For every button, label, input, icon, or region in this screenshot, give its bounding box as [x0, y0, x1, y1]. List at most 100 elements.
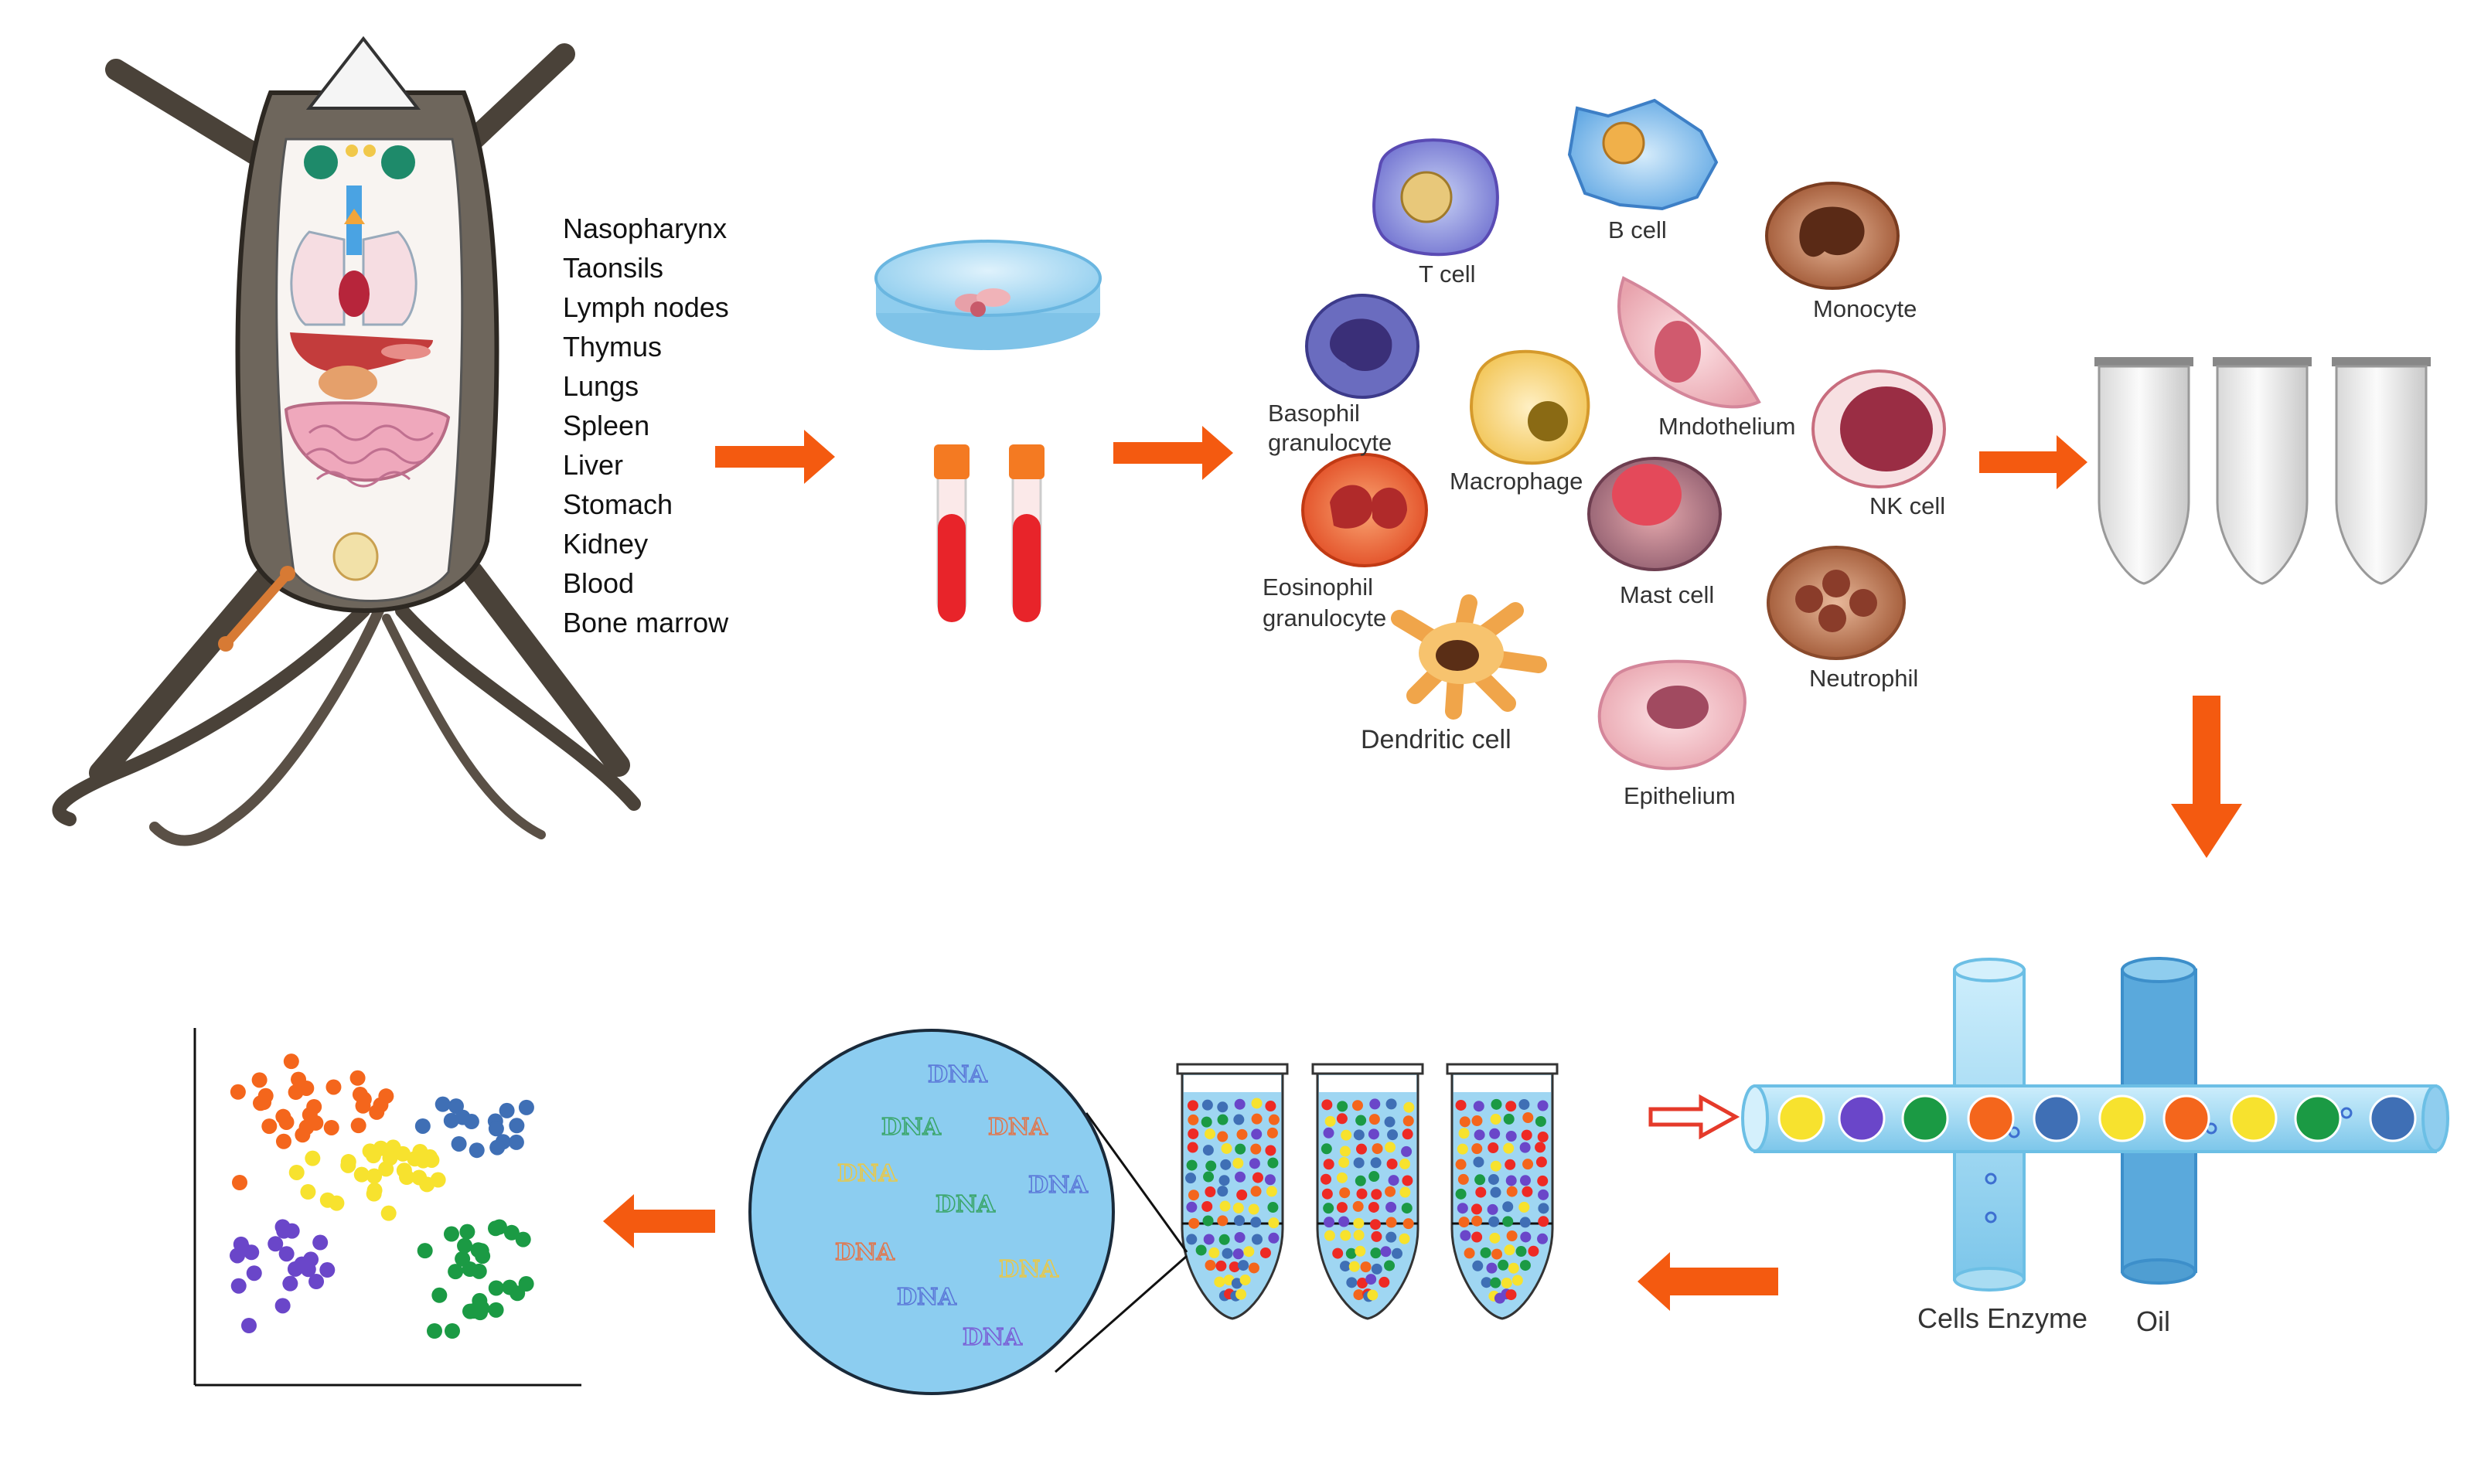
- cluster-point: [369, 1104, 385, 1120]
- droplet-tube-icon: [1311, 1063, 1424, 1320]
- cluster-point: [382, 1150, 398, 1166]
- label-eosinophil-line2: granulocyte: [1263, 604, 1386, 631]
- cluster-point: [283, 1053, 299, 1070]
- droplet: [1901, 1094, 1949, 1142]
- macrophage-icon: [1470, 349, 1590, 465]
- dissected-mouse-illustration: [52, 36, 641, 846]
- cluster-point: [278, 1246, 295, 1262]
- b-cell-icon: [1567, 98, 1719, 211]
- dna-fragment-label: DNA: [835, 1239, 895, 1266]
- cluster-point: [366, 1148, 382, 1164]
- label-oil: Oil: [2136, 1305, 2170, 1337]
- arrow-tubes-to-microfluidic: [2171, 696, 2242, 858]
- cluster-point: [366, 1168, 383, 1184]
- organ-item: Lymph nodes: [563, 291, 729, 323]
- label-macrophage: Macrophage: [1450, 468, 1583, 495]
- organ-item: Liver: [563, 449, 624, 481]
- cluster-point: [419, 1176, 435, 1193]
- cluster-point: [268, 1236, 284, 1252]
- cluster-point: [246, 1265, 262, 1281]
- cluster-point: [241, 1318, 257, 1333]
- cluster-point: [448, 1098, 464, 1115]
- empty-tube-group: [2094, 357, 2431, 585]
- cluster-point: [302, 1107, 318, 1123]
- cluster-points: [230, 1053, 534, 1339]
- droplet: [1838, 1094, 1886, 1142]
- cluster-point: [414, 1118, 431, 1134]
- cluster-plot: [193, 1028, 581, 1387]
- droplet-tube-group: [1176, 1063, 1559, 1320]
- cluster-point: [275, 1108, 291, 1125]
- label-eosinophil-line1: Eosinophil: [1263, 574, 1373, 601]
- empty-tube-icon: [2332, 357, 2431, 585]
- droplet-tube-icon: [1176, 1063, 1289, 1320]
- droplet: [2098, 1094, 2146, 1142]
- droplet-tube-icon: [1446, 1063, 1559, 1320]
- label-basophil-line1: Basophil: [1268, 400, 1360, 427]
- cluster-point: [488, 1220, 504, 1237]
- cluster-point: [251, 1072, 268, 1088]
- cluster-point: [261, 1118, 278, 1135]
- empty-tube-icon: [2094, 357, 2193, 585]
- cluster-point: [509, 1285, 526, 1302]
- cluster-point: [295, 1127, 311, 1143]
- dna-fragment-label: DNA: [1028, 1172, 1088, 1199]
- organ-item: Lungs: [563, 370, 639, 402]
- cluster-point: [443, 1226, 459, 1242]
- dna-fragment-label: DNA: [999, 1256, 1058, 1283]
- cluster-point: [340, 1154, 356, 1170]
- cluster-point: [407, 1151, 423, 1167]
- cluster-point: [356, 1091, 372, 1108]
- cluster-point: [380, 1205, 397, 1221]
- cluster-point: [427, 1323, 442, 1339]
- cluster-point: [319, 1262, 336, 1278]
- petri-dish-icon: [874, 240, 1102, 350]
- organ-item: Thymus: [563, 331, 663, 362]
- cluster-point: [515, 1231, 531, 1247]
- cluster-point: [323, 1119, 339, 1135]
- blood-tube-icon: [934, 444, 970, 622]
- cluster-point: [488, 1302, 504, 1318]
- cluster-point: [288, 1164, 305, 1180]
- organ-item: Blood: [563, 567, 635, 599]
- cluster-point: [457, 1237, 473, 1254]
- cluster-point: [319, 1192, 336, 1208]
- label-dendritic-cell: Dendritic cell: [1361, 725, 1511, 754]
- cluster-point: [312, 1234, 329, 1251]
- basophil-icon: [1305, 294, 1419, 399]
- label-t-cell: T cell: [1419, 260, 1476, 288]
- cluster-point: [232, 1175, 247, 1190]
- cluster-point: [274, 1298, 291, 1314]
- arrow-organs-to-blood: [715, 430, 835, 484]
- cluster-point: [350, 1118, 366, 1134]
- droplet: [1777, 1094, 1825, 1142]
- label-basophil-line2: granulocyte: [1268, 429, 1392, 456]
- dna-fragment-label: DNA: [881, 1114, 941, 1141]
- cluster-point: [257, 1087, 274, 1104]
- arrow-microfluidic-to-droplets: [1638, 1252, 1778, 1311]
- dna-fragment-label: DNA: [988, 1114, 1048, 1141]
- cluster-point: [518, 1099, 534, 1115]
- cluster-point: [325, 1079, 342, 1095]
- cluster-point: [488, 1121, 504, 1137]
- t-cell-icon: [1372, 138, 1499, 257]
- cluster-point: [462, 1303, 479, 1319]
- dna-fragment-label: DNA: [963, 1324, 1022, 1351]
- cluster-point: [489, 1139, 506, 1156]
- arrow-blood-to-cells: [1113, 426, 1233, 480]
- dna-fragment-label: DNA: [837, 1160, 897, 1187]
- label-cells-enzyme: Cells Enzyme: [1917, 1302, 2087, 1334]
- droplet: [2294, 1094, 2342, 1142]
- monocyte-icon: [1765, 182, 1900, 290]
- label-epithelium: Epithelium: [1624, 782, 1736, 809]
- cluster-point: [451, 1135, 467, 1152]
- dna-zoom-circle: [748, 1029, 1188, 1395]
- cluster-point: [308, 1274, 325, 1290]
- cluster-point: [230, 1084, 246, 1100]
- organ-item: Taonsils: [563, 252, 664, 284]
- epithelium-icon: [1597, 659, 1747, 771]
- cluster-point: [509, 1118, 525, 1134]
- cluster-point: [488, 1280, 504, 1296]
